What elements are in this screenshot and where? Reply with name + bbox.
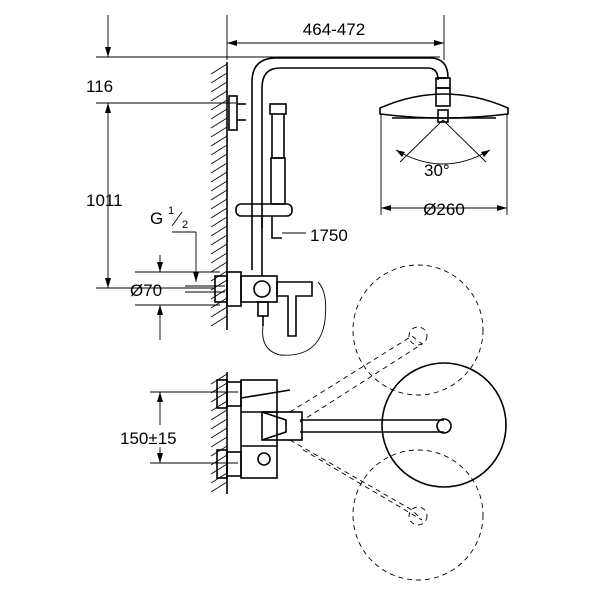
wall-hatch-line <box>210 261 228 273</box>
riser-and-arm <box>228 57 451 270</box>
wall-hatch-line <box>210 153 228 165</box>
wall-hatch-line <box>210 72 228 84</box>
wall-hatch-line <box>210 117 228 129</box>
diameter-70-label: Ø70 <box>130 281 162 300</box>
wall-lower <box>210 372 228 494</box>
wall-hatch-line <box>210 436 228 448</box>
wall-hatch-line <box>210 306 228 318</box>
angle-indicator: 30° <box>395 119 491 180</box>
dimension-head-diameter: Ø260 <box>381 200 507 219</box>
wall-hatch-line <box>210 463 228 475</box>
wall-hatch-line <box>210 198 228 210</box>
center-distance-label: 150±15 <box>120 429 177 448</box>
top-offset-label: 116 <box>86 77 113 96</box>
wall-hatch-line <box>210 279 228 291</box>
hose-length-label: 1750 <box>310 226 348 245</box>
mixer-side <box>214 270 327 356</box>
wall-hatch-line <box>210 418 228 430</box>
wall-hatch-line <box>210 162 228 174</box>
wall-hatch-line <box>210 454 228 466</box>
wall-hatch-line <box>210 225 228 237</box>
wall-hatch-line <box>210 81 228 93</box>
arm-length-label: 464-472 <box>303 20 365 39</box>
wall-hatch-line <box>210 234 228 246</box>
wall-hatch-line <box>210 288 228 300</box>
wall-hatch-line <box>210 189 228 201</box>
wall-upper <box>210 62 228 330</box>
wall-hatch-line <box>210 135 228 147</box>
dimension-diameter-70: Ø70 <box>130 255 225 340</box>
thread-numerator: 1 <box>168 205 174 217</box>
wall-hatch-line <box>210 252 228 264</box>
height-label: 1011 <box>86 191 123 210</box>
wall-hatch-line <box>210 382 228 394</box>
dimension-arm-length: 464-472 <box>226 15 445 60</box>
wall-hatch-line <box>210 126 228 138</box>
wall-hatch-line <box>210 108 228 120</box>
shower-head-side <box>379 87 509 215</box>
wall-hatch-line <box>210 180 228 192</box>
head-diameter-label: Ø260 <box>423 200 465 219</box>
thread-g-label: G <box>150 209 163 228</box>
wall-hatch-line <box>210 243 228 255</box>
wall-hatch-line <box>210 391 228 403</box>
wall-hatch-line <box>210 99 228 111</box>
wall-hatch-line <box>210 373 228 385</box>
dimension-top-offset: 116 <box>86 15 440 113</box>
wall-hatch-line <box>210 315 228 327</box>
dimension-center-distance: 150±15 <box>120 391 238 464</box>
wall-hatch-line <box>210 297 228 309</box>
wall-hatch-line <box>210 63 228 75</box>
arm-plan <box>300 419 444 433</box>
dimension-height: 1011 <box>86 112 215 289</box>
shower-head-plan <box>381 362 507 488</box>
wall-hatch-line <box>210 216 228 228</box>
wall-hatch-line <box>210 90 228 102</box>
wall-hatch-line <box>210 171 228 183</box>
swing-range <box>289 264 484 581</box>
thread-callout: G 1 2 <box>150 205 199 282</box>
wall-hatch-line <box>210 144 228 156</box>
wall-hatch-line <box>210 427 228 439</box>
wall-hatch-line <box>210 445 228 457</box>
thread-denominator: 2 <box>182 219 188 231</box>
hand-shower: 1750 <box>235 103 348 245</box>
wall-hatch-line <box>210 481 228 493</box>
mixer-plan <box>216 379 303 479</box>
wall-hatch-line <box>210 400 228 412</box>
wall-hatch-line <box>210 207 228 219</box>
wall-hatch-line <box>210 409 228 421</box>
angle-label: 30° <box>424 161 450 180</box>
